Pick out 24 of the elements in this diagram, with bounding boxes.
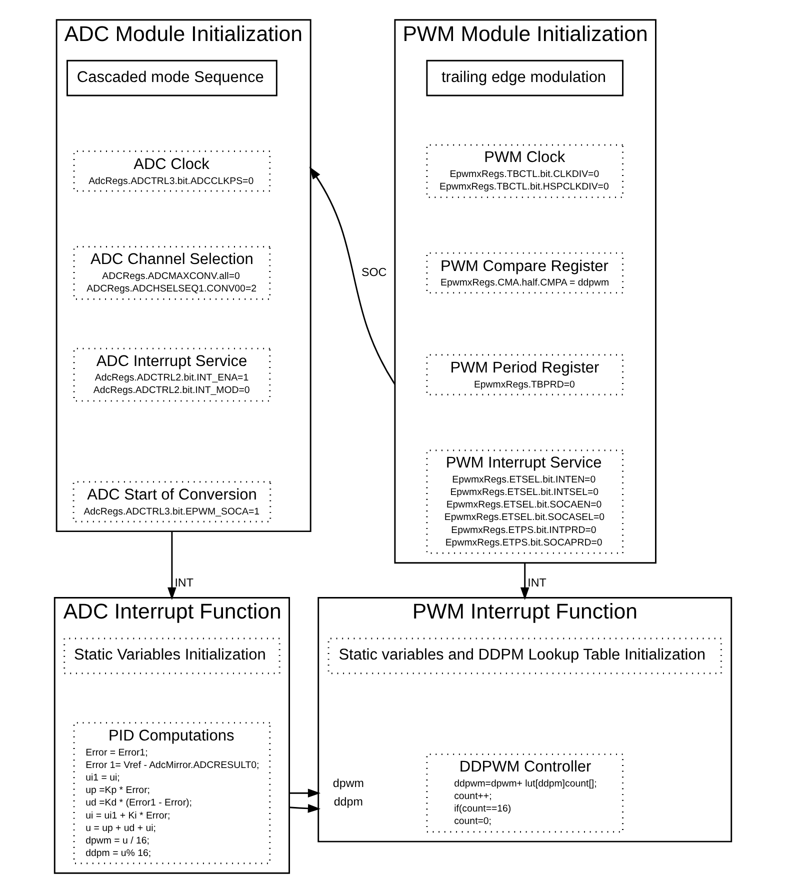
node-box: PID Computations Error = Error1; Error 1= Vref - AdcMirror.ADCRESULT0; ui1 = ui; up =Kp * Error; ud =Kd * (Error1 - Error); ui = ui1 + Ki * Error; u = up + ud + ui; dpwm = u / 16; ddpm = u% 16; <box>73 722 271 864</box>
edge-label: ddpm <box>334 795 363 808</box>
node-box: PWM Interrupt Service EpwmxRegs.ETSEL.bit.INTEN=0 EpwmxRegs.ETSEL.bit.INTSEL=0 EpwmxRegs.ETSEL.bit.SOCAEN=0 EpwmxRegs.ETSEL.bit.SOCASEL=0 EpwmxRegs.ETPS.bit.INTPRD=0 EpwmxRegs.ETPS.bit.SOCAPRD=0 <box>426 450 624 554</box>
arrow <box>289 788 321 798</box>
arrow <box>289 804 321 813</box>
node-box: DDPWM Controller ddpwm=dpwm+ lut[ddpm]count[]; count++; if(count==16) count=0; <box>426 754 624 833</box>
node-box: trailing edge modulation <box>426 60 624 96</box>
node-box: PWM Period Register EpwmxRegs.TBPRD=0 <box>426 354 624 396</box>
node-box: Static Variables Initialization <box>64 638 280 674</box>
edge-label: INT <box>174 576 194 590</box>
node-box: PWM Compare Register EpwmxRegs.CMA.half.CMPA = ddpwm <box>426 252 624 294</box>
node-box: Cascaded mode Sequence <box>66 60 278 96</box>
node-box: ADC Interrupt Service AdcRegs.ADCTRL2.bit.INT_ENA=1 AdcRegs.ADCTRL2.bit.INT_MOD=0 <box>73 348 271 402</box>
node-box: PWM Clock EpwmxRegs.TBCTL.bit.CLKDIV=0 EpwmxRegs.TBCTL.bit.HSPCLKDIV=0 <box>426 144 624 198</box>
node-box: ADC Clock AdcRegs.ADCTRL3.bit.ADCCLKPS=0 <box>73 150 271 192</box>
arrow <box>309 166 396 385</box>
node-box: Static variables and DDPM Lookup Table Initialization <box>328 638 722 674</box>
arrow <box>168 531 176 600</box>
edge-label: SOC <box>361 266 387 279</box>
node-box: ADC Channel Selection ADCRegs.ADCMAXCONV.all=0 ADCRegs.ADCHSELSEQ1.CONV00=2 <box>73 246 271 300</box>
edge-label: dpwm <box>332 776 364 790</box>
arrow <box>520 562 530 600</box>
edge-label: INT <box>528 576 546 590</box>
node-box: ADC Start of Conversion AdcRegs.ADCTRL3.bit.EPWM_SOCA=1 <box>72 481 272 522</box>
